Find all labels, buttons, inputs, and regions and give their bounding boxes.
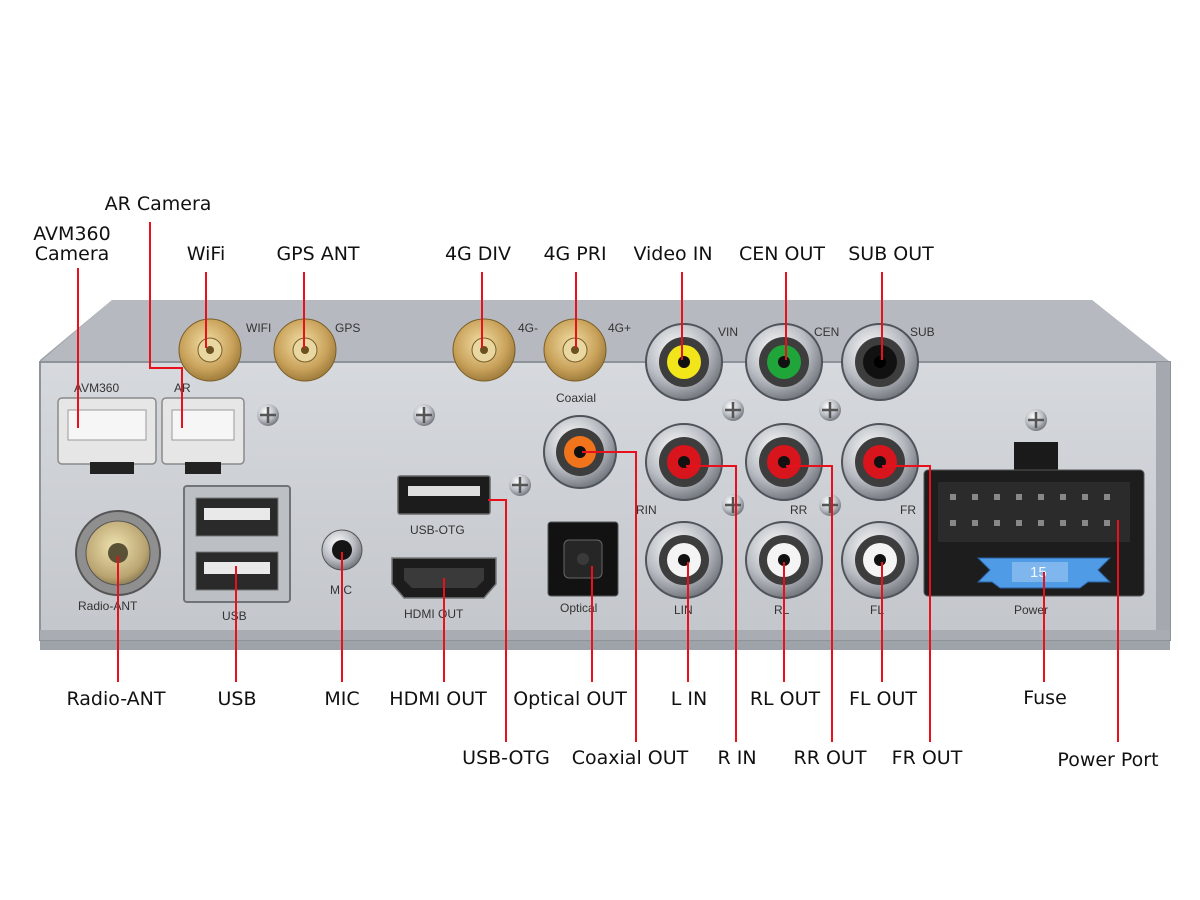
panel-label-gps: GPS: [335, 321, 360, 335]
screw: [413, 404, 435, 426]
radio-ant-connector[interactable]: [75, 510, 161, 596]
callout-video-in: Video IN: [633, 243, 712, 265]
panel-label-cen: CEN: [814, 325, 839, 339]
panel-label-rr: RR: [790, 503, 808, 517]
rin-rca-jack[interactable]: [645, 423, 723, 501]
vin-rca-jack[interactable]: [645, 323, 723, 401]
callout-usb: USB: [217, 688, 256, 710]
leader-r-in: [686, 465, 737, 742]
callout-radio-ant: Radio-ANT: [67, 688, 166, 710]
callout-optical-out: Optical OUT: [513, 688, 627, 710]
rr-rca-jack[interactable]: [745, 423, 823, 501]
leader-rr-out: [786, 465, 833, 742]
rl-rca-jack[interactable]: [745, 521, 823, 599]
screw: [819, 494, 841, 516]
4g-div-sma-connector[interactable]: [452, 318, 516, 382]
fuse-rating: 15: [1030, 564, 1047, 581]
callout-hdmi-out: HDMI OUT: [389, 688, 487, 710]
panel-label-vin: VIN: [718, 325, 738, 339]
panel-label-usb-otg: USB-OTG: [410, 523, 465, 537]
panel-label-4g-minus: 4G-: [518, 321, 538, 335]
callout-rl-out: RL OUT: [750, 688, 821, 710]
screw: [509, 474, 531, 496]
callout-wifi: WiFi: [187, 243, 225, 265]
leader-ar-camera: [149, 222, 183, 428]
leader-coaxial-out: [582, 451, 637, 742]
screw: [722, 494, 744, 516]
screw: [1025, 409, 1047, 431]
callout-usb-otg: USB-OTG: [462, 747, 550, 769]
mic-jack[interactable]: [321, 529, 363, 571]
fl-rca-jack[interactable]: [841, 521, 919, 599]
screw: [722, 399, 744, 421]
callout-mic: MIC: [324, 688, 359, 710]
callout-4g-div: 4G DIV: [445, 243, 511, 265]
panel-label-usb: USB: [222, 609, 247, 623]
callout-gps-ant: GPS ANT: [276, 243, 359, 265]
screw: [257, 404, 279, 426]
screw: [819, 399, 841, 421]
callout-sub-out: SUB OUT: [848, 243, 934, 265]
panel-label-fr: FR: [900, 503, 916, 517]
panel-label-lin: LIN: [674, 603, 693, 617]
callout-ar-camera: AR Camera: [105, 193, 212, 215]
panel-label-coaxial: Coaxial: [556, 391, 596, 405]
leader-lines: [77, 222, 1119, 742]
callout-r-in: R IN: [717, 747, 756, 769]
avm360-connector[interactable]: [57, 397, 157, 474]
coaxial-rca-jack[interactable]: [543, 415, 617, 489]
wifi-sma-connector[interactable]: [178, 318, 242, 382]
callout-fuse: Fuse: [1023, 687, 1067, 709]
panel-label-sub: SUB: [910, 325, 935, 339]
optical-port[interactable]: [547, 521, 619, 597]
callout-coaxial-out: Coaxial OUT: [572, 747, 689, 769]
callout-4g-pri: 4G PRI: [543, 243, 606, 265]
lin-rca-jack[interactable]: [645, 521, 723, 599]
callout-avm360-camera-line1: AVM360: [33, 223, 110, 245]
panel-label-avm360: AVM360: [74, 381, 119, 395]
callout-fl-out: FL OUT: [849, 688, 917, 710]
callout-fr-out: FR OUT: [892, 747, 963, 769]
panel-label-wifi: WIFI: [246, 321, 271, 335]
leader-usb-otg: [488, 499, 507, 742]
panel-label-optical: Optical: [560, 601, 597, 615]
panel-label-rl: RL: [774, 603, 790, 617]
callout-power-port: Power Port: [1057, 749, 1158, 771]
panel-label-hdmi-out: HDMI OUT: [404, 607, 464, 621]
callout-avm360-camera-line2: Camera: [35, 243, 110, 265]
callout-rr-out: RR OUT: [794, 747, 867, 769]
panel-label-fl: FL: [870, 603, 884, 617]
fr-rca-jack[interactable]: [841, 423, 919, 501]
panel-label-rin: RIN: [636, 503, 657, 517]
panel-label-radio-ant: Radio-ANT: [78, 599, 138, 613]
cen-rca-jack[interactable]: [745, 323, 823, 401]
sub-rca-jack[interactable]: [841, 323, 919, 401]
usb-otg-port[interactable]: [397, 475, 491, 515]
panel-label-4g-plus: 4G+: [608, 321, 631, 335]
ar-connector[interactable]: [161, 397, 245, 474]
leader-fr-out: [882, 465, 931, 742]
callout-cen-out: CEN OUT: [739, 243, 825, 265]
callout-l-in: L IN: [671, 688, 707, 710]
panel-label-power: Power: [1014, 603, 1048, 617]
